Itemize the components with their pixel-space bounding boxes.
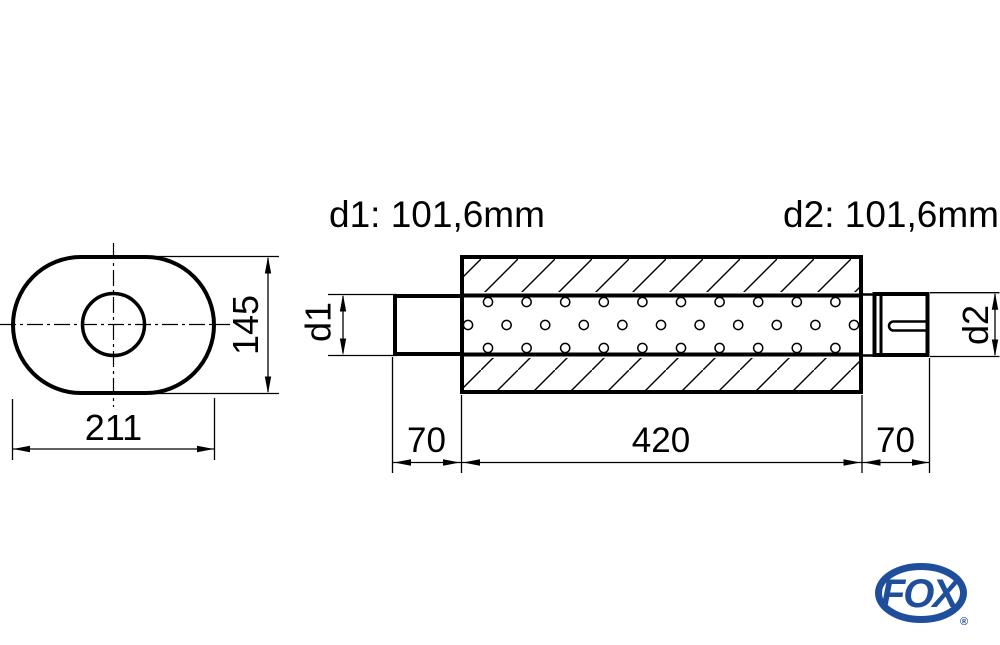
arrowhead-left xyxy=(394,459,411,466)
perforation-hole xyxy=(752,296,764,308)
perforation-hole xyxy=(617,319,628,331)
arrowhead-left xyxy=(13,445,30,453)
dimension-width: 211 xyxy=(11,398,216,460)
perforation-hole xyxy=(675,296,687,308)
arrowhead-right xyxy=(912,459,929,466)
arrowhead-down xyxy=(339,338,347,356)
perforation-hole xyxy=(848,319,860,331)
dimension-height: 145 xyxy=(145,255,279,395)
d1-diameter-label: d1: 101,6mm xyxy=(329,194,545,235)
arrowhead-right xyxy=(197,445,214,453)
outlet-length-value: 70 xyxy=(876,421,915,460)
fox-logo-ellipse xyxy=(875,563,967,623)
dimension-lengths: 70 420 70 xyxy=(391,357,931,473)
height-value: 145 xyxy=(225,295,266,355)
inner-pipe-circle xyxy=(80,291,147,358)
damping-material-top xyxy=(464,259,859,292)
d1-short-label: d1 xyxy=(298,302,339,342)
perforation-hole xyxy=(637,296,648,308)
end-view: 145 211 xyxy=(0,243,279,460)
perforation-hole xyxy=(830,342,841,354)
perforation-hole xyxy=(598,296,610,308)
perforation-holes xyxy=(462,296,860,354)
perforation-hole xyxy=(675,342,687,354)
clamp-sleeve xyxy=(872,292,930,357)
registered-trademark-icon: ® xyxy=(960,616,968,628)
perforation-hole xyxy=(637,342,648,354)
perforation-hole xyxy=(598,342,610,354)
arrowhead-down xyxy=(991,339,999,357)
inlet-length-value: 70 xyxy=(407,421,446,460)
perforation-hole xyxy=(732,319,744,331)
arrowhead-left xyxy=(863,459,881,466)
perforation-hole xyxy=(694,319,705,331)
fox-logo-text: FOX xyxy=(881,572,962,616)
perforation-hole xyxy=(482,296,494,308)
perforation-hole xyxy=(752,342,764,354)
damping-material-bottom xyxy=(464,358,859,391)
fox-logo: FOX ® xyxy=(875,563,968,628)
perforation-hole xyxy=(521,342,532,354)
arrowhead-right xyxy=(443,459,460,466)
perforation-hole xyxy=(482,342,494,354)
arrowhead-right xyxy=(843,459,861,466)
arrowhead-up xyxy=(991,292,999,310)
arrowhead-up xyxy=(339,294,347,312)
perforation-hole xyxy=(714,342,725,354)
perforation-hole xyxy=(578,319,590,331)
perforation-hole xyxy=(539,319,551,331)
perforation-hole xyxy=(830,296,841,308)
inlet-pipe xyxy=(393,294,465,356)
perforation-hole xyxy=(771,319,783,331)
side-view: d1: 101,6mm d2: 101,6mm d1 xyxy=(298,194,1000,473)
perforation-hole xyxy=(714,296,725,308)
perforation-hole xyxy=(791,296,803,308)
perforation-hole xyxy=(791,342,803,354)
perforation-hole xyxy=(559,296,571,308)
clamp-slot xyxy=(887,320,928,332)
perforation-hole xyxy=(521,296,532,308)
perforation-hole xyxy=(655,319,667,331)
perforation-hole xyxy=(462,319,474,331)
width-value: 211 xyxy=(85,407,142,448)
d2-short-label: d2 xyxy=(955,305,996,345)
arrowhead-down xyxy=(264,376,272,394)
perforation-hole xyxy=(810,319,821,331)
arrowhead-up xyxy=(264,256,272,274)
dimension-d1: d1 xyxy=(298,293,397,357)
arrowhead-left xyxy=(463,459,480,466)
perforation-hole xyxy=(559,342,571,354)
d2-diameter-label: d2: 101,6mm xyxy=(783,194,999,235)
dimension-d2: d2 xyxy=(930,292,1000,358)
perforation-hole xyxy=(501,319,512,331)
body-length-value: 420 xyxy=(632,421,690,460)
